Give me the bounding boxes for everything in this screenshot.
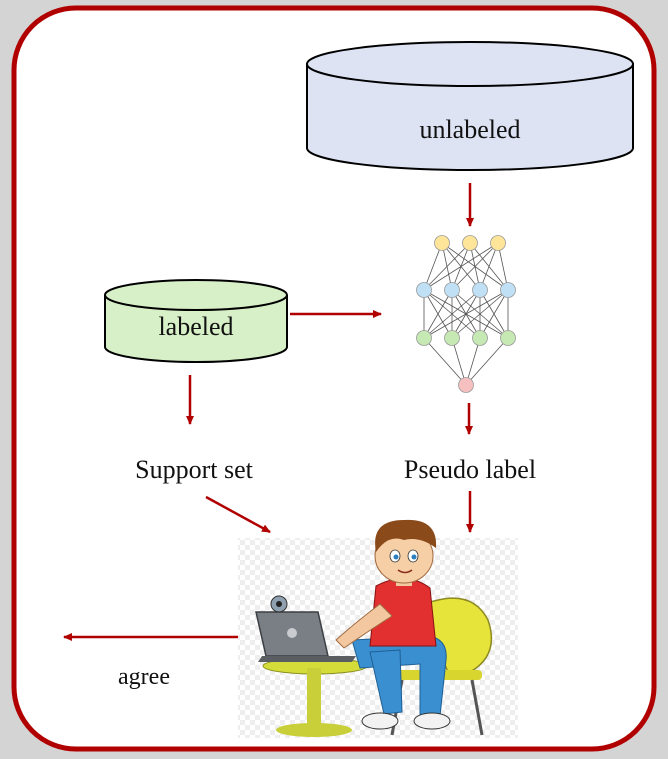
nn-node — [444, 282, 460, 298]
agree-label: agree — [118, 664, 170, 690]
nn-connection — [451, 289, 509, 339]
nn-connection — [497, 242, 509, 291]
nn-node — [500, 330, 516, 346]
nn-connection — [465, 337, 509, 386]
neural-network-icon — [416, 235, 516, 393]
nn-connection — [423, 289, 481, 339]
nn-connection — [451, 242, 499, 291]
nn-connection — [423, 289, 453, 339]
nn-connection — [423, 242, 499, 291]
nn-node — [490, 235, 506, 251]
nn-node — [472, 330, 488, 346]
nn-connection — [479, 289, 509, 339]
nn-node — [444, 330, 460, 346]
nn-connection — [479, 242, 499, 291]
nn-node — [434, 235, 450, 251]
nn-node — [458, 377, 474, 393]
arrow-support-set-to-annotator — [205, 495, 271, 534]
unlabeled-label: unlabeled — [419, 115, 520, 144]
pseudo-label-label: Pseudo label — [404, 455, 536, 484]
nn-connection — [423, 289, 509, 339]
support-set-label: Support set — [135, 455, 254, 484]
nn-node — [462, 235, 478, 251]
nn-connection — [423, 242, 471, 291]
nn-connection — [451, 337, 467, 386]
unlabeled-database: unlabeled — [306, 41, 634, 171]
nn-connection — [423, 337, 467, 386]
nn-node — [416, 330, 432, 346]
nn-node — [500, 282, 516, 298]
human-annotator-illustration — [238, 519, 518, 738]
nn-connection — [465, 337, 481, 386]
nn-connection — [423, 242, 443, 291]
nn-node — [472, 282, 488, 298]
nn-node — [416, 282, 432, 298]
labeled-label: labeled — [158, 312, 233, 341]
labeled-database: labeled — [104, 279, 288, 363]
